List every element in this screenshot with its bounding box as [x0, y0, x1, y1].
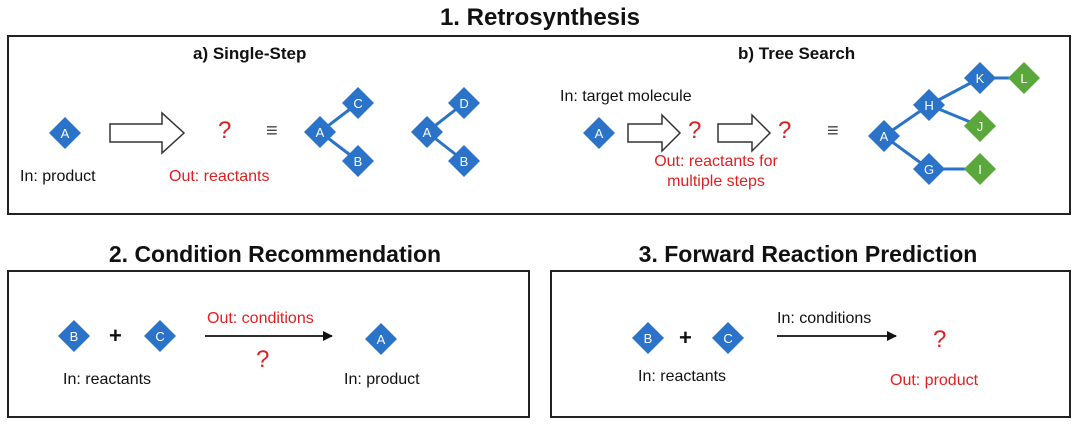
condition-question-mark: ? — [256, 346, 270, 373]
single-step-output-label: Out: reactants — [169, 168, 270, 185]
tree-search-output-label-line2: multiple steps — [667, 173, 765, 190]
forward-condition-label: In: conditions — [777, 310, 872, 327]
tree-search-question-mark-1: ? — [688, 117, 702, 144]
forward-reaction-panel — [550, 270, 1071, 418]
tree-search-subtitle: b) Tree Search — [738, 44, 856, 63]
condition-recommendation-title: 2. Condition Recommendation — [108, 241, 442, 267]
condition-plus-sign: + — [109, 323, 122, 348]
single-step-subtitle: a) Single-Step — [193, 44, 307, 63]
single-step-input-label: In: product — [20, 168, 96, 185]
tree-search-question-mark-2: ? — [778, 117, 792, 144]
single-step-equivalence-symbol: ≡ — [266, 120, 278, 142]
forward-reaction-title: 3. Forward Reaction Prediction — [638, 241, 978, 267]
forward-input-label: In: reactants — [638, 368, 727, 385]
forward-plus-sign: + — [679, 325, 692, 350]
tree-search-equivalence-symbol: ≡ — [827, 120, 839, 142]
tree-search-input-label: In: target molecule — [560, 88, 692, 105]
condition-recommendation-panel — [7, 270, 530, 418]
single-step-question-mark: ? — [218, 117, 232, 144]
condition-output-label: Out: conditions — [207, 310, 314, 327]
forward-question-mark: ? — [933, 326, 947, 353]
retrosynthesis-panel — [7, 35, 1071, 215]
forward-output-label: Out: product — [890, 372, 979, 389]
condition-input-label: In: reactants — [63, 371, 152, 388]
tree-search-output-label-line1: Out: reactants for — [654, 153, 778, 170]
condition-product-label: In: product — [344, 371, 420, 388]
retrosynthesis-title: 1. Retrosynthesis — [439, 4, 641, 31]
